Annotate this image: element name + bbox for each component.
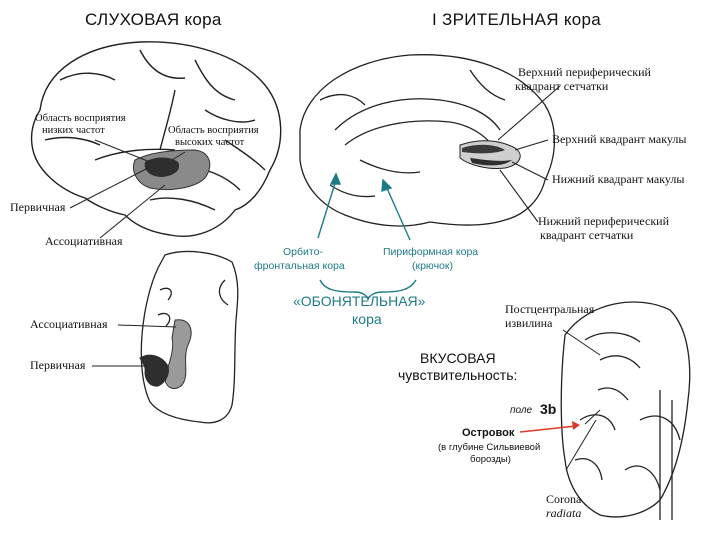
lower-macula-label: Нижний квадрант макулы xyxy=(552,172,685,186)
low-freq-label-2: низких частот xyxy=(42,125,105,136)
primary-label: Первичная xyxy=(10,200,66,214)
insula-note-1: (в глубине Сильвиевой xyxy=(438,442,541,453)
primary-band-lower xyxy=(139,354,169,387)
medial-brain-drawing xyxy=(299,54,556,227)
high-freq-label-1: Область восприятия xyxy=(168,125,259,136)
auditory-leader-lines xyxy=(69,139,186,239)
olfactory-title-2: кора xyxy=(352,311,382,327)
insula-label: Островок xyxy=(462,427,515,439)
postcentral-label-1: Постцентральная xyxy=(505,302,595,316)
olfactory-title-1: «ОБОНЯТЕЛЬНАЯ» xyxy=(293,293,426,309)
orbitofrontal-label-1: Орбито- xyxy=(283,246,323,258)
coronal-section-drawing xyxy=(560,301,691,520)
auditory-primary-area xyxy=(144,157,180,177)
field-prefix: поле xyxy=(510,405,533,416)
postcentral-label-2: извилина xyxy=(505,316,553,330)
visual-leader-lines xyxy=(497,85,561,223)
low-freq-label-1: Область восприятия xyxy=(35,113,126,124)
gustatory-title-1: ВКУСОВАЯ xyxy=(420,350,496,366)
calcarine-dark xyxy=(462,144,505,154)
primary-lower-label: Первичная xyxy=(30,358,86,372)
auditory-cortex-title: СЛУХОВАЯ кора xyxy=(85,10,222,29)
lower-leader-lines xyxy=(92,324,177,367)
calcarine-dark-lower xyxy=(470,158,512,166)
olfactory-arrows xyxy=(317,172,417,301)
lower-periph-label-2: квадрант сетчатки xyxy=(540,228,634,242)
gustatory-leader-lines xyxy=(562,329,601,471)
auditory-section-drawing xyxy=(140,250,239,424)
piriform-label-1: Пириформная кора xyxy=(383,246,479,258)
orbitofrontal-label-2: фронтальная кора xyxy=(254,260,345,272)
associative-lower-label: Ассоциативная xyxy=(30,317,108,331)
lower-periph-label-1: Нижний периферический xyxy=(538,214,669,228)
associative-label: Ассоциативная xyxy=(45,234,123,248)
insula-note-2: борозды) xyxy=(470,454,511,465)
gustatory-title-2: чувствительность: xyxy=(398,367,518,383)
visual-cortex-title: I ЗРИТЕЛЬНАЯ кора xyxy=(432,10,602,29)
upper-periph-label-1: Верхний периферический xyxy=(518,65,651,79)
insula-arrow xyxy=(519,421,580,433)
high-freq-label-2: высоких частот xyxy=(175,137,245,148)
corona-label-1: Corona xyxy=(546,492,582,506)
association-band-lower xyxy=(164,319,192,389)
field-number: 3b xyxy=(540,401,557,417)
piriform-label-2: (крючок) xyxy=(412,260,453,272)
corona-label-2: radiata xyxy=(546,506,582,520)
upper-periph-label-2: квадрант сетчатки xyxy=(515,79,609,93)
lateral-brain-drawing xyxy=(30,41,282,237)
upper-macula-label: Верхний квадрант макулы xyxy=(552,132,687,146)
